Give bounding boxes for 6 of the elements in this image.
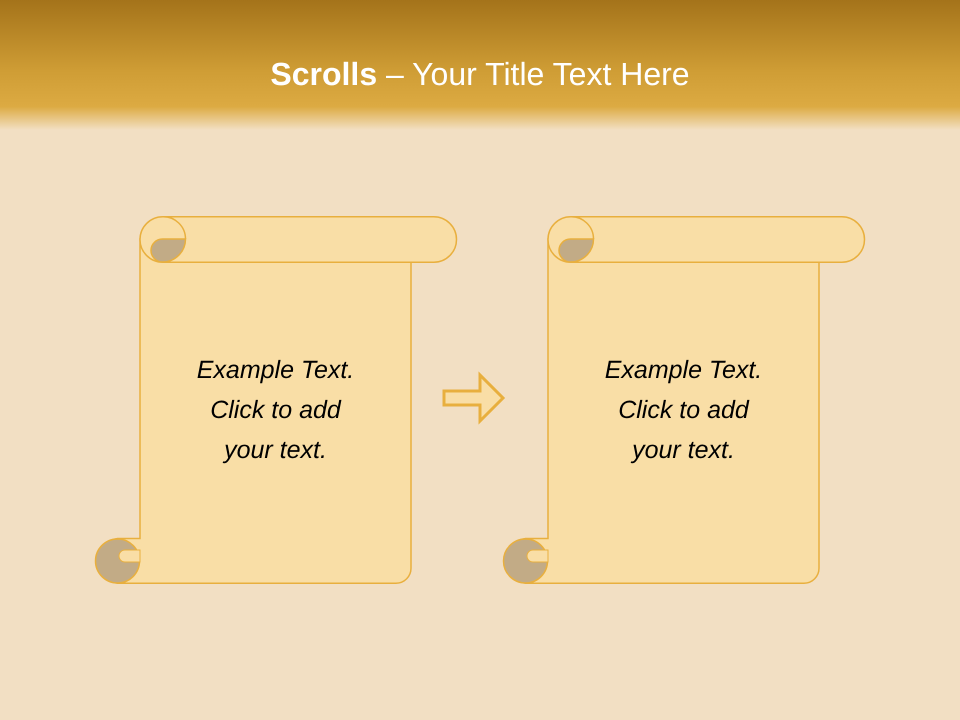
scroll-text: Example Text. Click to add your text. [604, 355, 764, 466]
block-arrow [442, 371, 506, 425]
scroll-shape [94, 216, 458, 584]
scroll-shape [502, 216, 866, 584]
slide-title: Scrolls – Your Title Text Here [270, 55, 690, 94]
scroll-text: Example Text. Click to add your text. [196, 355, 356, 466]
